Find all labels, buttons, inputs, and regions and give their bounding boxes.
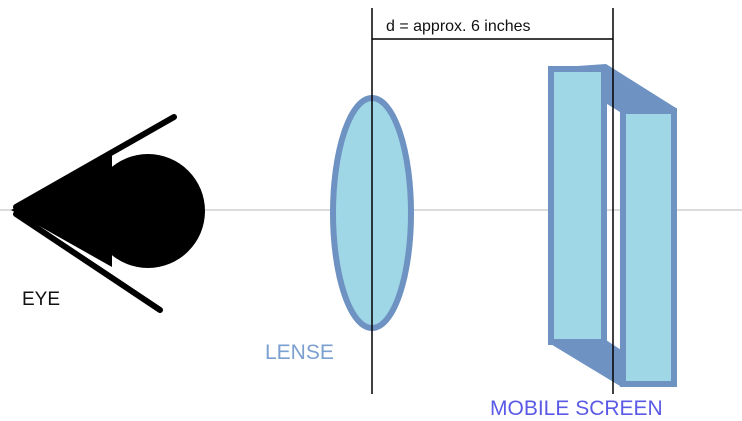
lense-label: LENSE [265,341,334,364]
eye-label: EYE [22,289,61,310]
screen-front-panel [548,66,607,345]
eye-shape [11,114,205,313]
mobile-screen-label: MOBILE SCREEN [490,397,663,420]
distance-label: d = approx. 6 inches [386,18,531,35]
eye-cone [11,155,112,267]
mobile-screen-shape [548,64,677,387]
eye-ball [91,154,205,268]
screen-back-panel [620,108,677,387]
eye-upper-lid [13,114,177,210]
eye-lower-lid [13,211,163,313]
